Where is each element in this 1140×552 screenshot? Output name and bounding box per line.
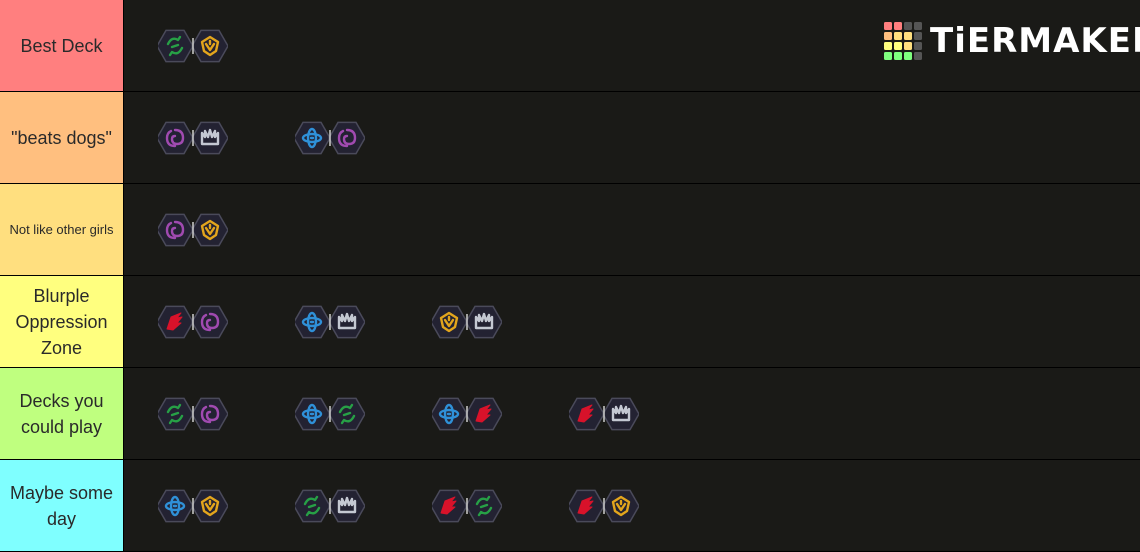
deck-item[interactable]: [295, 302, 365, 342]
deck-item[interactable]: [295, 394, 365, 434]
tier-items: [124, 368, 1140, 459]
deck-item[interactable]: [158, 394, 228, 434]
logo-grid-icon: [884, 22, 922, 60]
deck-item[interactable]: [432, 486, 502, 526]
purple-region-icon: [158, 121, 194, 155]
silver-region-icon: [602, 397, 639, 431]
logo-grid-cell: [914, 32, 922, 40]
silver-region-icon: [328, 489, 365, 523]
tier-items: [124, 92, 1140, 183]
tier-label[interactable]: Not like other girls: [0, 184, 124, 275]
logo-grid-cell: [894, 32, 902, 40]
logo-grid-cell: [894, 22, 902, 30]
blue-region-icon: [158, 489, 194, 523]
logo-grid-cell: [904, 52, 912, 60]
deck-item[interactable]: [295, 118, 365, 158]
purple-region-icon: [191, 305, 228, 339]
logo-grid-cell: [884, 52, 892, 60]
logo-grid-cell: [884, 22, 892, 30]
logo-grid-cell: [914, 52, 922, 60]
logo-grid-cell: [904, 22, 912, 30]
logo-grid-cell: [894, 42, 902, 50]
deck-item[interactable]: [295, 486, 365, 526]
blue-region-icon: [295, 305, 331, 339]
silver-region-icon: [191, 121, 228, 155]
tier-items: [124, 0, 1140, 91]
deck-item[interactable]: [569, 394, 639, 434]
tier-row: Best Deck: [0, 0, 1140, 91]
logo-grid-cell: [914, 42, 922, 50]
tier-label[interactable]: Best Deck: [0, 0, 124, 91]
blue-region-icon: [295, 397, 331, 431]
purple-region-icon: [328, 121, 365, 155]
green-region-icon: [295, 489, 331, 523]
logo-grid-cell: [894, 52, 902, 60]
red-region-icon: [569, 397, 605, 431]
tier-row: "beats dogs": [0, 92, 1140, 183]
purple-region-icon: [158, 213, 194, 247]
deck-item[interactable]: [569, 486, 639, 526]
deck-item[interactable]: [432, 394, 502, 434]
green-region-icon: [158, 29, 194, 63]
deck-item[interactable]: [158, 118, 228, 158]
tier-row: Blurple Oppression Zone: [0, 276, 1140, 367]
deck-item[interactable]: [158, 486, 228, 526]
logo-text: TiERMAKER: [930, 21, 1140, 61]
tier-label[interactable]: "beats dogs": [0, 92, 124, 183]
red-region-icon: [158, 305, 194, 339]
logo-grid-cell: [884, 42, 892, 50]
gold-region-icon: [432, 305, 468, 339]
gold-region-icon: [191, 29, 228, 63]
green-region-icon: [465, 489, 502, 523]
blue-region-icon: [432, 397, 468, 431]
logo-grid-cell: [884, 32, 892, 40]
gold-region-icon: [602, 489, 639, 523]
gold-region-icon: [191, 489, 228, 523]
green-region-icon: [328, 397, 365, 431]
gold-region-icon: [191, 213, 228, 247]
deck-item[interactable]: [432, 302, 502, 342]
tier-row: Not like other girls: [0, 184, 1140, 275]
deck-item[interactable]: [158, 210, 228, 250]
tier-items: [124, 276, 1140, 367]
logo-grid-cell: [914, 22, 922, 30]
silver-region-icon: [465, 305, 502, 339]
red-region-icon: [569, 489, 605, 523]
deck-item[interactable]: [158, 26, 228, 66]
tier-label[interactable]: Blurple Oppression Zone: [0, 276, 124, 367]
tier-row: Decks you could play: [0, 368, 1140, 459]
red-region-icon: [465, 397, 502, 431]
green-region-icon: [158, 397, 194, 431]
tier-items: [124, 184, 1140, 275]
deck-item[interactable]: [158, 302, 228, 342]
tier-items: [124, 460, 1140, 551]
tier-label[interactable]: Maybe some day: [0, 460, 124, 551]
silver-region-icon: [328, 305, 365, 339]
logo-grid-cell: [904, 32, 912, 40]
tier-row: Maybe some day: [0, 460, 1140, 551]
logo-grid-cell: [904, 42, 912, 50]
tier-label[interactable]: Decks you could play: [0, 368, 124, 459]
tiermaker-logo: TiERMAKER: [884, 20, 1140, 62]
blue-region-icon: [295, 121, 331, 155]
purple-region-icon: [191, 397, 228, 431]
red-region-icon: [432, 489, 468, 523]
